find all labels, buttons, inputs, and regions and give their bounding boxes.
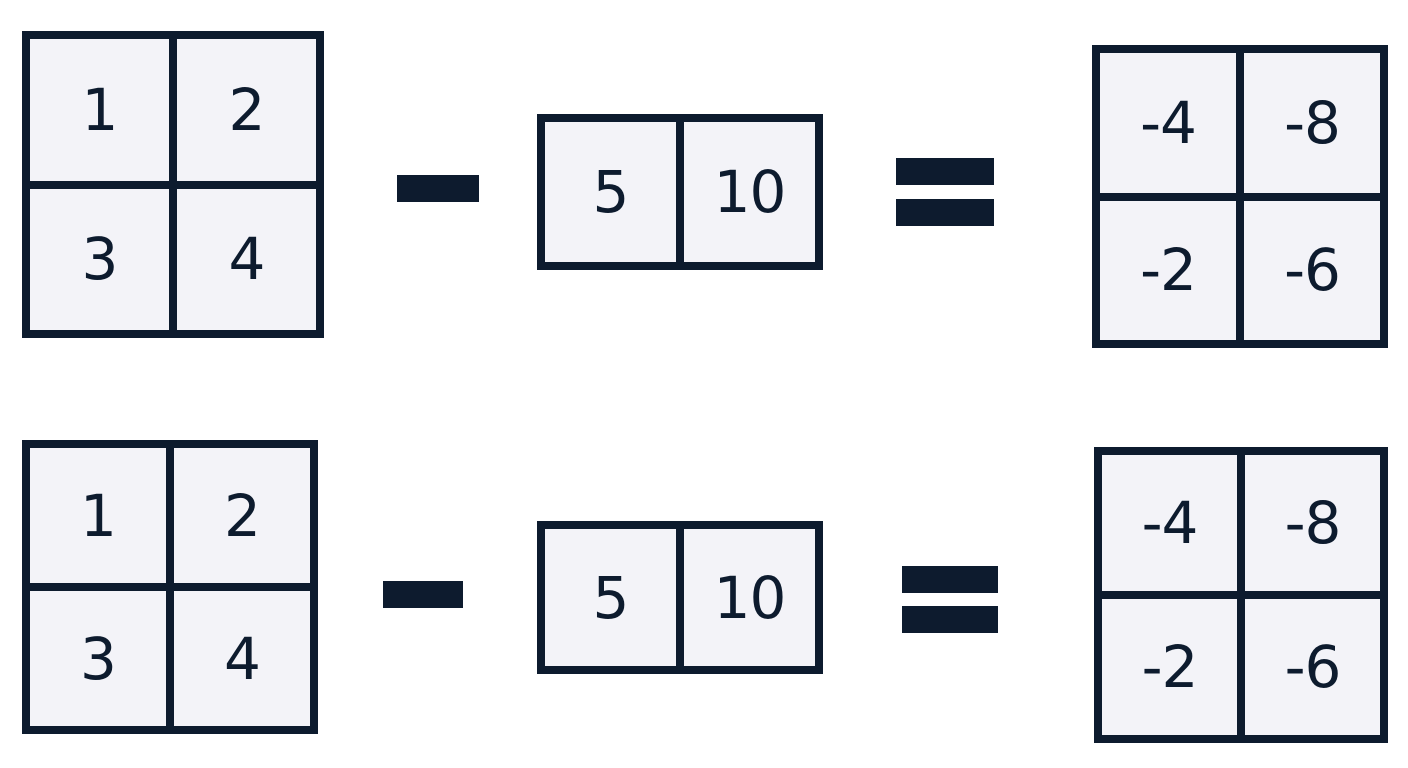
row1-right-vector: 5 10	[537, 114, 823, 270]
row1-minus-icon	[397, 175, 479, 202]
result-cell: -8	[1244, 53, 1380, 193]
row2-result-matrix: -4 -8 -2 -6	[1094, 447, 1388, 743]
vector-cell: 5	[545, 529, 676, 666]
vector-cell: 5	[545, 122, 676, 262]
vector-cell: 10	[684, 122, 815, 262]
matrix-cell: 2	[177, 39, 316, 181]
row2-minus-icon	[383, 581, 463, 608]
equals-bar-bottom	[902, 606, 998, 633]
matrix-cell: 1	[30, 448, 166, 583]
result-cell: -4	[1100, 53, 1236, 193]
result-cell: -6	[1245, 599, 1380, 735]
result-cell: -2	[1102, 599, 1237, 735]
matrix-cell: 2	[174, 448, 310, 583]
result-cell: -6	[1244, 200, 1380, 340]
result-cell: -2	[1100, 200, 1236, 340]
equals-bar-top	[902, 566, 998, 593]
result-cell: -8	[1245, 455, 1380, 591]
vector-cell: 10	[684, 529, 815, 666]
matrix-cell: 4	[177, 188, 316, 330]
matrix-cell: 3	[30, 188, 169, 330]
row1-result-matrix: -4 -8 -2 -6	[1092, 45, 1388, 348]
equals-bar-top	[896, 158, 994, 185]
result-cell: -4	[1102, 455, 1237, 591]
matrix-cell: 4	[174, 591, 310, 726]
equals-bar-bottom	[896, 199, 994, 226]
matrix-cell: 1	[30, 39, 169, 181]
row2-right-vector: 5 10	[537, 521, 823, 674]
matrix-cell: 3	[30, 591, 166, 726]
row1-left-matrix: 1 2 3 4	[22, 31, 324, 338]
row2-left-matrix: 1 2 3 4	[22, 440, 318, 734]
